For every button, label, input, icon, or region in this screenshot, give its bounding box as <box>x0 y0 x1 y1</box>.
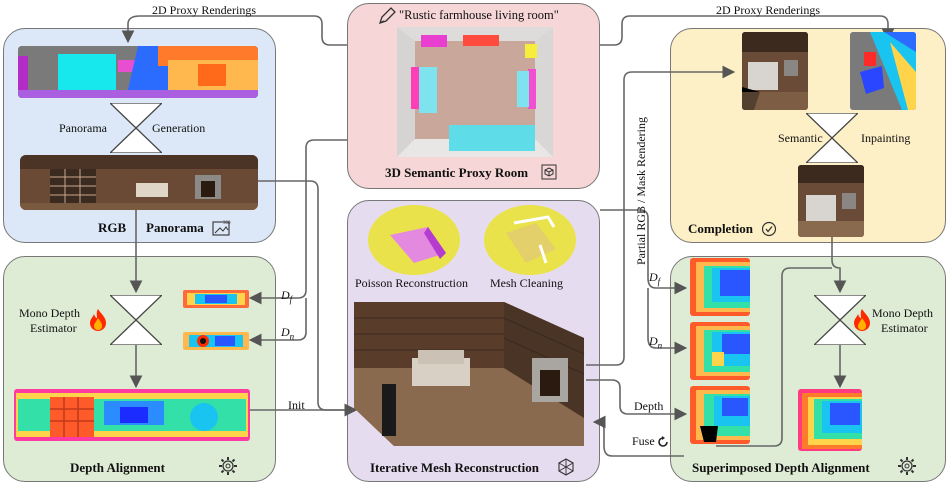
fire-icon-left <box>88 308 108 337</box>
proxy-renderings-left-label: 2D Proxy Renderings <box>152 3 256 17</box>
poisson-label: Poisson Reconstruction <box>355 276 468 290</box>
completion-semantic-view <box>850 32 916 110</box>
mono-depth-label-line1-right: Mono Depth <box>872 306 933 320</box>
dn-depth-thumb-left <box>183 332 249 350</box>
superimposed-depth-title: Superimposed Depth Alignment <box>692 460 870 475</box>
network-icon <box>557 458 575 481</box>
semantic-inpainting-hourglass <box>806 113 858 163</box>
panorama-360-icon: 360 <box>212 219 232 242</box>
depth-alignment-title: Depth Alignment <box>70 460 165 475</box>
fire-icon-right <box>852 308 872 337</box>
panorama-gen-left-label: Panorama <box>59 121 107 135</box>
mesh-cleaning-image <box>484 205 576 275</box>
rgb-panorama-title-b: Panorama <box>146 220 204 235</box>
proxy-renderings-right-label: 2D Proxy Renderings <box>716 3 820 17</box>
superimposed-dn-depth <box>690 322 750 380</box>
partial-rendering-vertical-label: Partial RGB / Mask Rendering <box>634 117 648 265</box>
superimposed-estimated-depth <box>798 389 862 451</box>
semantic-inpainting-right-label: Inpainting <box>861 131 911 145</box>
depth-label-right: Depth <box>634 399 664 413</box>
cube-icon <box>541 164 557 185</box>
semantic-inpainting-left-label: Semantic <box>778 131 823 145</box>
completion-rgb-view <box>742 32 808 110</box>
dn-label-right: Dn <box>649 334 663 351</box>
df-label-right: Df <box>649 270 661 287</box>
mesh-cleaning-label: Mesh Cleaning <box>490 276 563 290</box>
init-label: Init <box>288 398 305 412</box>
aligned-depth-panorama <box>14 389 250 441</box>
dn-label-left: Dn <box>281 325 295 342</box>
completion-inpainted-view <box>798 165 864 237</box>
semantic-panorama-image <box>18 46 258 98</box>
superimposed-depth-fused <box>690 386 750 444</box>
poisson-reconstruction-image <box>368 205 460 275</box>
proxy-room-render <box>397 27 553 157</box>
superimposed-df-depth <box>690 258 750 316</box>
panorama-gen-right-label: Generation <box>152 121 206 135</box>
pencil-icon <box>377 6 397 31</box>
panorama-generation-hourglass <box>110 103 162 153</box>
df-label-left: Df <box>281 288 293 305</box>
svg-text:360: 360 <box>223 221 231 226</box>
check-badge-icon <box>761 221 777 242</box>
mesh-reconstruction-title: Iterative Mesh Reconstruction <box>370 460 539 475</box>
completion-title: Completion <box>688 221 753 236</box>
df-depth-thumb-left <box>183 290 249 308</box>
proxy-room-title: 3D Semantic Proxy Room <box>385 165 529 180</box>
gear-icon-left <box>218 456 238 481</box>
mono-depth-hourglass-left <box>110 295 162 345</box>
mono-depth-label-line1-left: Mono Depth <box>19 306 80 320</box>
refresh-icon <box>657 435 669 453</box>
mesh-room-render <box>354 302 585 446</box>
rgb-panorama-title-a: RGB <box>98 220 127 235</box>
mono-depth-hourglass-right <box>814 295 866 345</box>
mono-depth-label-line2-left: Estimator <box>30 321 77 335</box>
rgb-panorama-image <box>20 155 258 210</box>
mono-depth-label-line2-right: Estimator <box>881 321 928 335</box>
gear-icon-right <box>897 456 917 481</box>
prompt-text: "Rustic farmhouse living room" <box>399 8 559 22</box>
fuse-label: Fuse <box>632 434 655 448</box>
